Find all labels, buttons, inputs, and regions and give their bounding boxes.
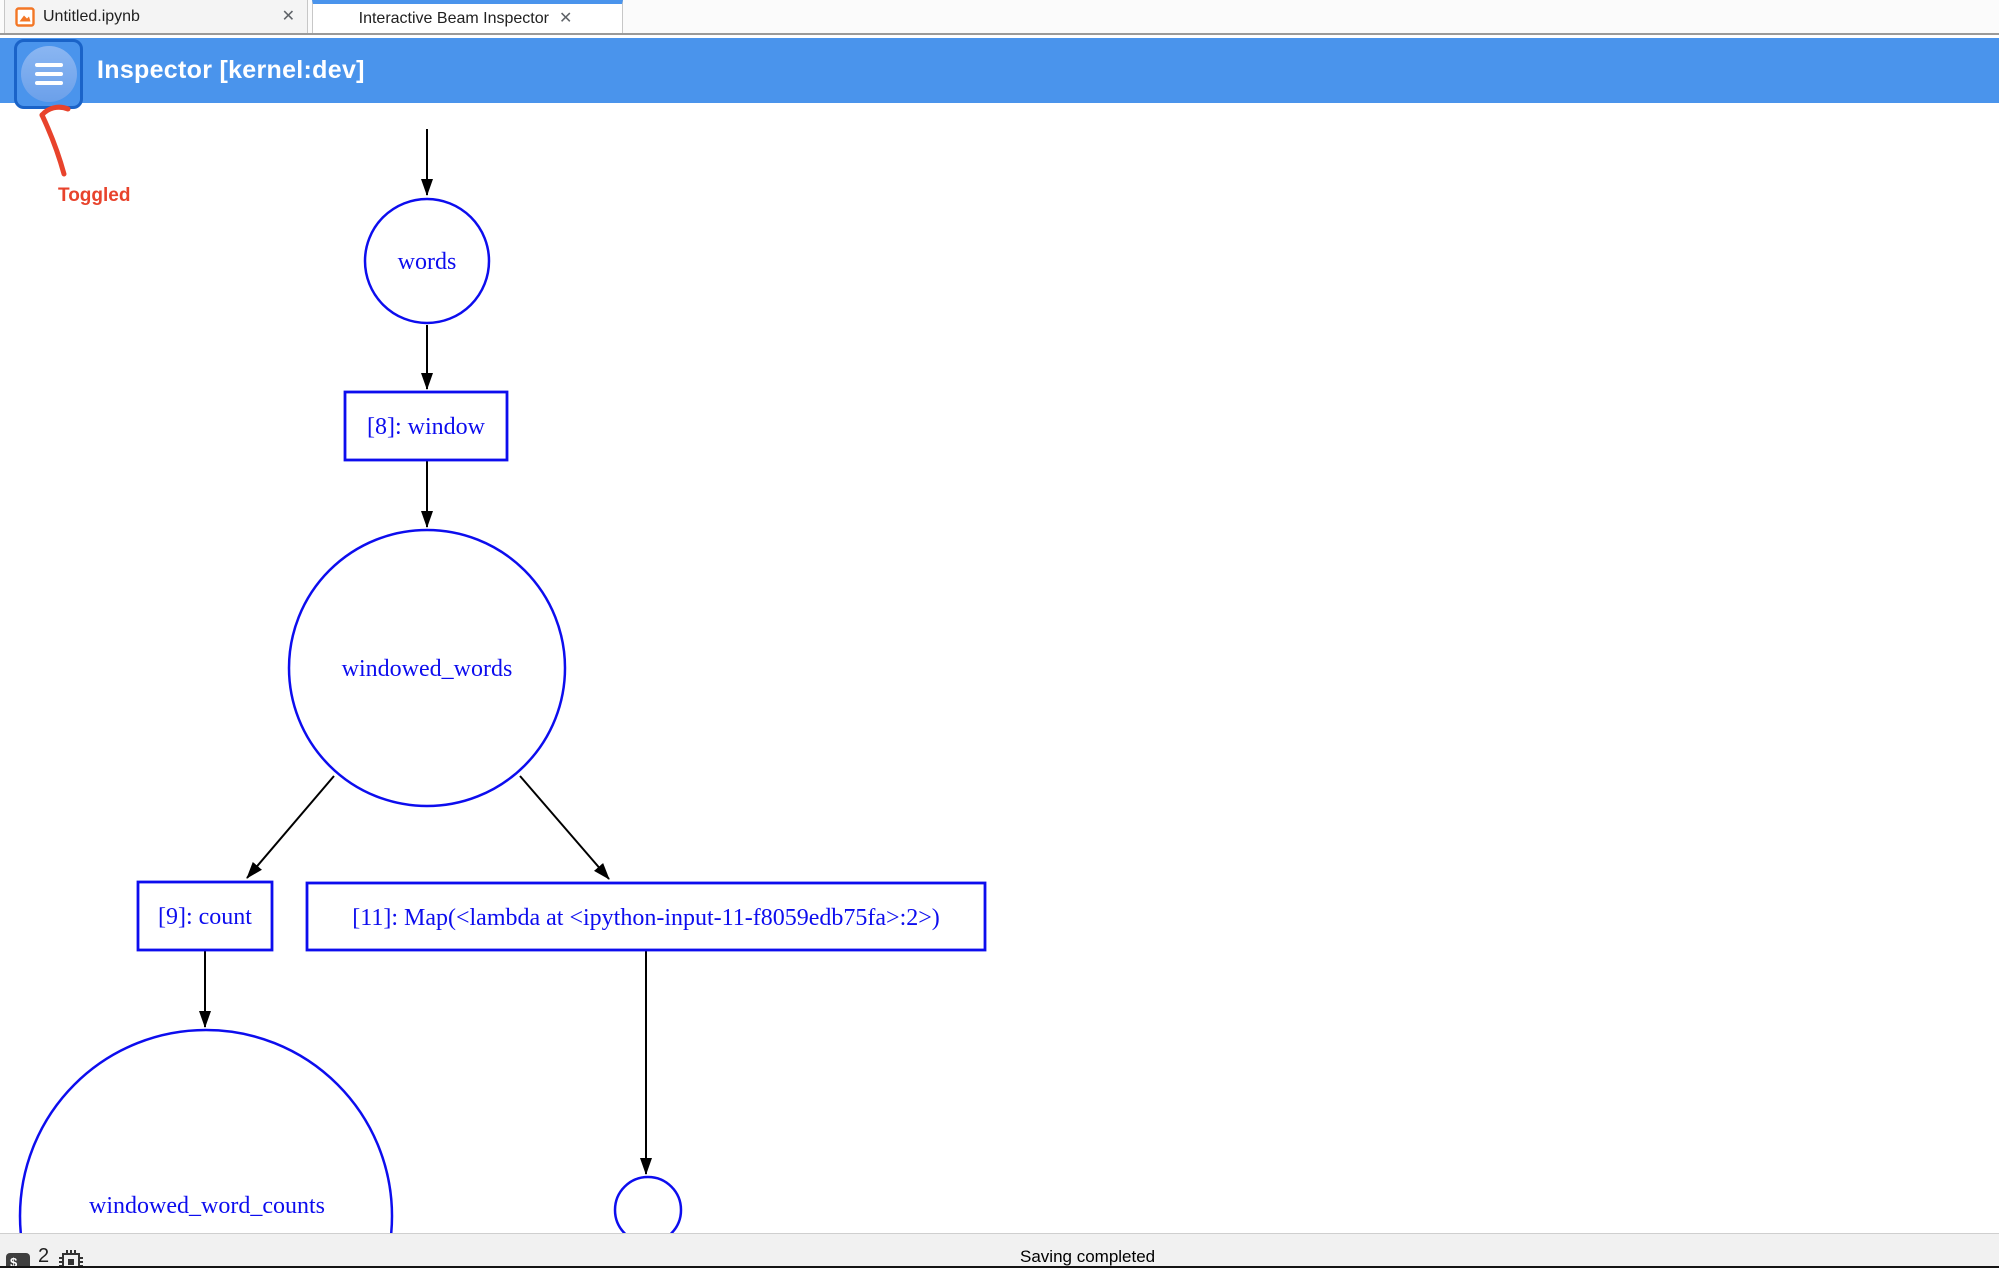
kernels-count[interactable]: 2: [38, 1245, 50, 1267]
page-title: Inspector [kernel:dev]: [97, 56, 365, 84]
hamburger-icon: [20, 46, 77, 102]
node-window-label: [8]: window: [367, 414, 486, 440]
tab-bar: Untitled.ipynb ✕ Interactive Beam Inspec…: [0, 0, 1999, 35]
toggled-annotation-arrow: [39, 104, 71, 177]
beam-pipeline-graph: words [8]: window windowed_words [9]: co…: [18, 129, 987, 1233]
node-words-label: words: [398, 249, 457, 275]
tab-title: Untitled.ipynb: [43, 7, 140, 25]
node-window-box: [343, 390, 509, 462]
status-bar: $ 2 Saving completed: [0, 1233, 1999, 1268]
node-map-label: [11]: Map(<lambda at <ipython-input-11-f…: [352, 905, 940, 931]
node-words-circle: [363, 197, 491, 325]
node-windowed-words-label: windowed_words: [342, 656, 513, 682]
node-anonymous-circle: [613, 1175, 683, 1233]
node-windowed-word-counts-label: windowed_word_counts: [89, 1193, 325, 1219]
node-windowed-words-circle: [287, 528, 567, 808]
tab-interactive-beam-inspector[interactable]: Interactive Beam Inspector ✕: [312, 0, 623, 33]
close-icon[interactable]: ✕: [281, 7, 295, 25]
tab-untitled-notebook[interactable]: Untitled.ipynb ✕: [4, 0, 308, 33]
node-count-label: [9]: count: [158, 904, 252, 930]
terminal-icon[interactable]: $: [6, 1253, 30, 1268]
status-message: Saving completed: [1020, 1247, 1156, 1266]
node-windowed-word-counts-circle: [18, 1028, 394, 1233]
node-count-box: [136, 880, 274, 952]
window-bottom-edge: [0, 1266, 1999, 1268]
menu-toggle-button[interactable]: [14, 39, 83, 109]
close-icon[interactable]: ✕: [558, 9, 573, 27]
notebook-icon: [15, 6, 35, 27]
tab-title: Interactive Beam Inspector: [358, 9, 549, 27]
edge-windowed-words-to-map: [519, 775, 610, 880]
toggled-annotation-label: Toggled: [58, 185, 131, 206]
node-map-box: [305, 881, 987, 952]
inspector-header: Inspector [kernel:dev]: [0, 38, 1999, 103]
edge-windowed-words-to-count: [246, 775, 335, 879]
